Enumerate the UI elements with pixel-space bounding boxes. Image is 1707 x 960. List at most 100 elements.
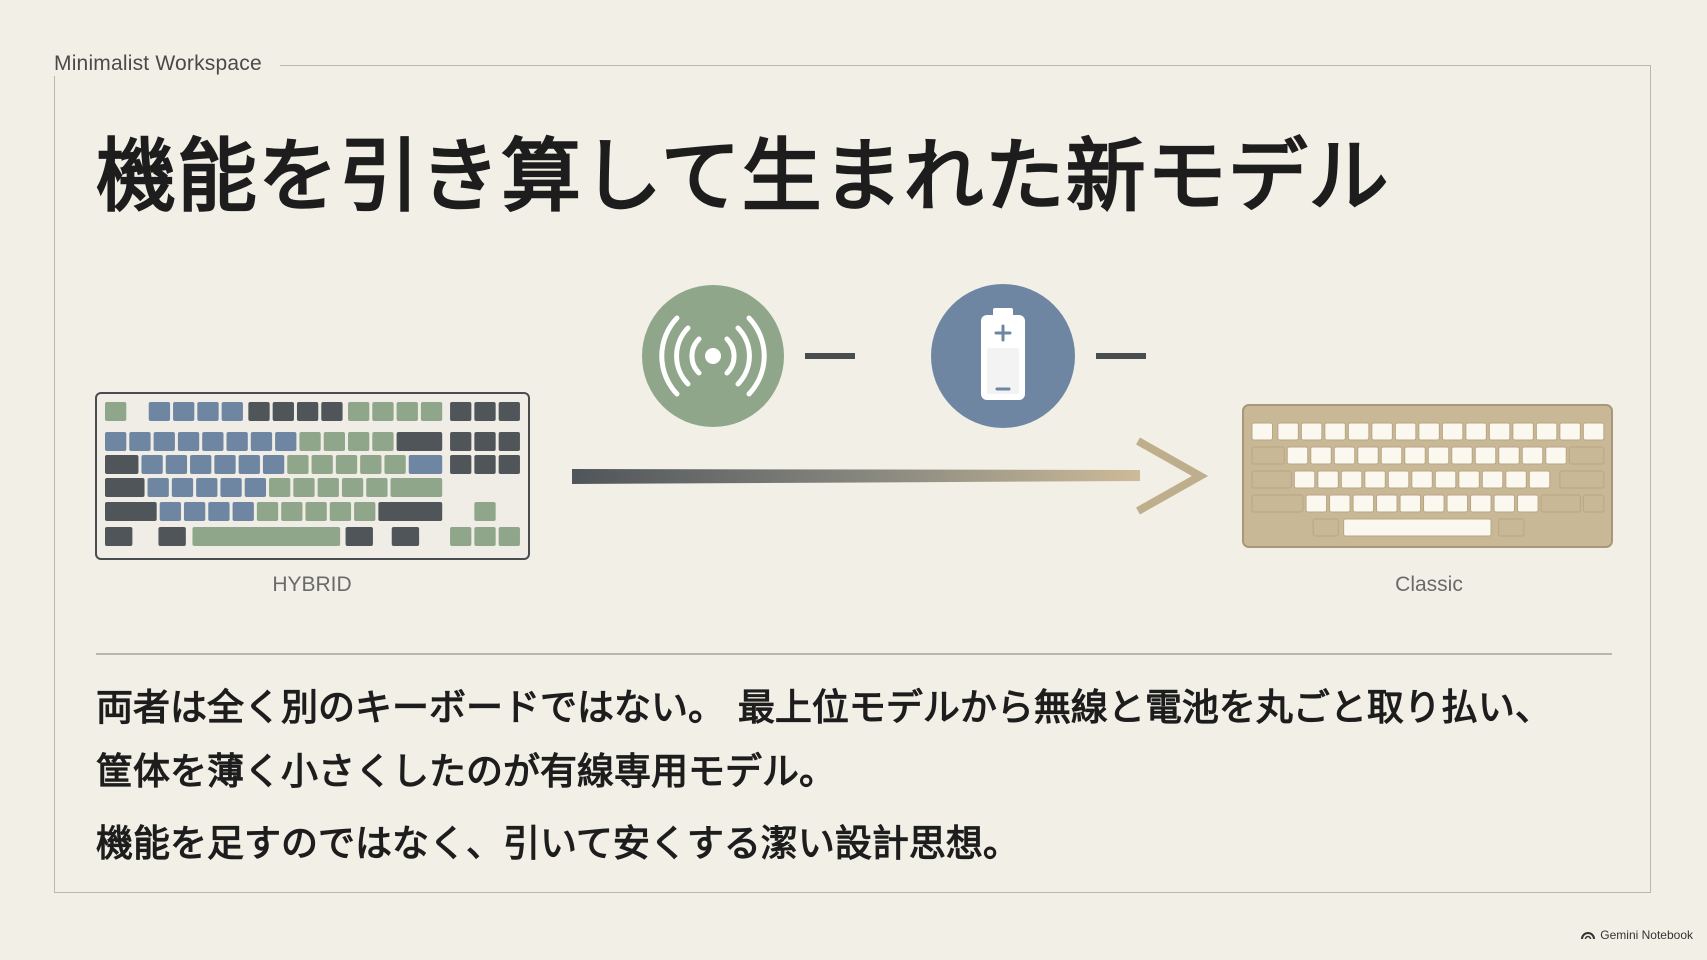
keyboard-key: [1505, 470, 1527, 489]
keyboard-key: [372, 432, 394, 451]
classic-keyboard: [1242, 404, 1613, 548]
keyboard-key: [1498, 518, 1525, 537]
keyboard-key: [1512, 422, 1534, 441]
keyboard-key: [474, 455, 496, 474]
body-line-3: 機能を足すのではなく、引いて安くする潔い設計思想。: [96, 822, 1020, 865]
keyboard-key: [275, 432, 297, 451]
keyboard-key: [1418, 422, 1440, 441]
keyboard-key: [1371, 422, 1393, 441]
keyboard-key: [1399, 494, 1422, 513]
keyboard-key: [372, 402, 394, 421]
keyboard-key: [498, 432, 520, 451]
keyboard-key: [360, 455, 382, 474]
keyboard-key: [1488, 422, 1511, 441]
keyboard-key: [293, 478, 315, 497]
keyboard-key: [305, 502, 327, 521]
keyboard-key: [450, 432, 472, 451]
keyboard-key: [1568, 446, 1605, 465]
keyboard-key: [221, 402, 243, 421]
keyboard-key: [299, 432, 321, 451]
keyboard-key: [1559, 422, 1581, 441]
keyboard-key: [348, 432, 370, 451]
watermark: Gemini Notebook: [1581, 928, 1693, 942]
keyboard-key: [1310, 446, 1332, 465]
keyboard-key: [165, 455, 188, 474]
keyboard-key: [396, 402, 418, 421]
page-title: 機能を引き算して生まれた新モデル: [96, 130, 1390, 223]
wireless-icon: [642, 285, 784, 427]
keyboard-key: [296, 402, 319, 421]
keyboard-key: [269, 478, 291, 497]
keyboard-key: [1352, 494, 1375, 513]
keyboard-key: [1357, 446, 1379, 465]
keyboard-key: [105, 455, 139, 474]
keyboard-key: [1521, 446, 1544, 465]
keyboard-key: [1317, 470, 1339, 489]
keyboard-key: [474, 402, 496, 421]
keyboard-key: [391, 527, 420, 546]
keyboard-key: [1517, 494, 1539, 513]
keyboard-key: [1340, 470, 1363, 489]
keyboard-key: [158, 527, 186, 546]
classic-label: Classic: [1395, 573, 1463, 596]
keyboard-key: [474, 527, 496, 546]
keyboard-key: [250, 432, 273, 451]
content-frame: [54, 65, 1651, 893]
body-line-2: 筐体を薄く小さくしたのが有線専用モデル。: [96, 750, 836, 793]
keyboard-key: [238, 455, 260, 474]
keyboard-key: [390, 478, 443, 497]
eyebrow-label: Minimalist Workspace: [54, 52, 280, 76]
keyboard-key: [148, 402, 171, 421]
keyboard-key: [1446, 494, 1469, 513]
keyboard-key: [159, 502, 181, 521]
keyboard-key: [1286, 446, 1309, 465]
keyboard-key: [256, 502, 279, 521]
notebook-logo-icon: [1581, 931, 1596, 939]
keyboard-key: [105, 432, 127, 451]
keyboard-key: [1582, 422, 1605, 441]
keyboard-key: [208, 502, 230, 521]
keyboard-key: [1251, 446, 1285, 465]
keyboard-key: [329, 502, 352, 521]
keyboard-key: [1540, 494, 1581, 513]
keyboard-key: [474, 432, 496, 451]
keyboard-key: [1528, 470, 1551, 489]
keyboard-key: [498, 455, 520, 474]
keyboard-key: [248, 402, 270, 421]
keyboard-key: [1451, 446, 1473, 465]
keyboard-key: [1300, 422, 1323, 441]
keyboard-key: [105, 527, 133, 546]
keyboard-key: [323, 432, 345, 451]
keyboard-key: [408, 455, 443, 474]
keyboard-key: [287, 455, 309, 474]
keyboard-key: [1251, 470, 1292, 489]
keyboard-key: [153, 432, 175, 451]
keyboard-key: [220, 478, 242, 497]
keyboard-key: [354, 502, 376, 521]
keyboard-key: [1277, 422, 1299, 441]
keyboard-key: [1251, 494, 1304, 513]
keyboard-key: [1312, 518, 1339, 537]
keyboard-key: [197, 402, 219, 421]
keyboard-key: [396, 432, 443, 451]
keyboard-key: [1470, 494, 1492, 513]
keyboard-key: [173, 402, 195, 421]
keyboard-key: [1545, 446, 1567, 465]
keyboard-key: [321, 402, 343, 421]
keyboard-key: [1343, 518, 1492, 537]
keyboard-key: [1434, 470, 1457, 489]
keyboard-key: [1347, 422, 1370, 441]
keyboard-key: [105, 502, 157, 521]
keyboard-key: [1458, 470, 1480, 489]
keyboard-key: [281, 502, 303, 521]
keyboard-key: [1481, 470, 1504, 489]
keyboard-key: [335, 455, 358, 474]
keyboard-key: [1293, 470, 1316, 489]
minus-sign-1: [805, 353, 855, 359]
keyboard-key: [244, 478, 267, 497]
hybrid-label: HYBRID: [272, 573, 352, 596]
keyboard-key: [1441, 422, 1464, 441]
keyboard-key: [105, 402, 127, 421]
keyboard-key: [272, 402, 294, 421]
